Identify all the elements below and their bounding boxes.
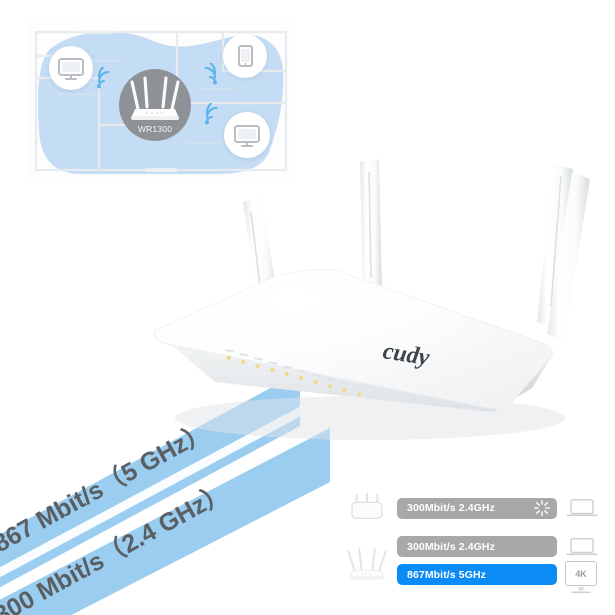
bar-cudy-24ghz: 300Mbit/s 2.4GHz [397,536,557,557]
wifi-signal-icon [204,63,217,85]
hub-label: WR1300 [137,124,173,134]
floorplan-hub: WR1300 [119,69,191,141]
laptop-icon [565,536,599,557]
tv-4k-icon: 4K [565,561,599,594]
tv-4k-label: 4K [565,561,597,586]
floorplan-inset: WR1300 [27,21,295,179]
monitor-icon [58,58,84,80]
bar-legacy-24ghz: 300Mbit/s 2.4GHz [397,497,557,519]
buffering-spinner-icon [534,500,550,516]
bar-cudy-5ghz-label: 867Mbit/s 5GHz [407,568,487,581]
wifi-signal-icon [97,67,110,89]
wifi-signal-icon [205,103,218,125]
floorplan-node-desktop-left [49,46,93,90]
tablet-icon [238,45,253,67]
hub-router-icon [130,76,180,120]
old-router-icon [345,492,389,524]
bar-legacy-24ghz-label: 300Mbit/s 2.4GHz [407,502,495,514]
comparison-row-legacy: 300Mbit/s 2.4GHz [345,492,599,524]
cudy-router-icon [345,536,389,590]
router-antennas [243,159,590,342]
led-indicator-row [224,349,365,397]
hero-router: cudy [154,159,590,440]
monitor-icon [234,125,260,147]
laptop-icon [565,497,599,519]
speed-comparison-panel: 300Mbit/s 2.4GHz [345,492,613,607]
speed-banner: 867 Mbit/s（5 GHz） 300 Mbit/s（2.4 GHz） [0,372,330,615]
bar-cudy-5ghz: 867Mbit/s 5GHz [397,564,557,585]
floorplan-node-tablet-right [223,34,267,78]
comparison-row-cudy: 300Mbit/s 2.4GHz 867Mbit/s 5GHz 4K [345,536,599,594]
floorplan-node-desktop-bottom [224,112,270,158]
bar-cudy-24ghz-label: 300Mbit/s 2.4GHz [407,540,495,553]
speed-band-24ghz [0,428,330,615]
